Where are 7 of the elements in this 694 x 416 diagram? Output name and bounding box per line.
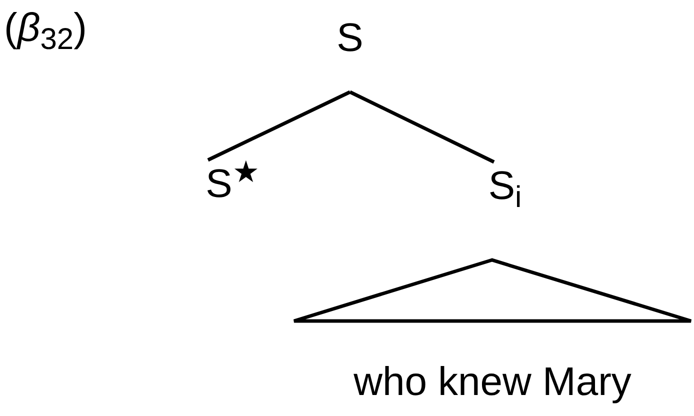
phrase-text: who knew Mary [354, 360, 632, 404]
node-label: S [336, 16, 364, 60]
tree-label: (β$_{32}$) [4, 5, 87, 52]
node-label: S$^{★}$ [206, 162, 260, 206]
node-label: S$_{i}$ [488, 164, 522, 208]
tree-branch-line [349, 90, 495, 164]
tree-branch-line [207, 90, 351, 162]
